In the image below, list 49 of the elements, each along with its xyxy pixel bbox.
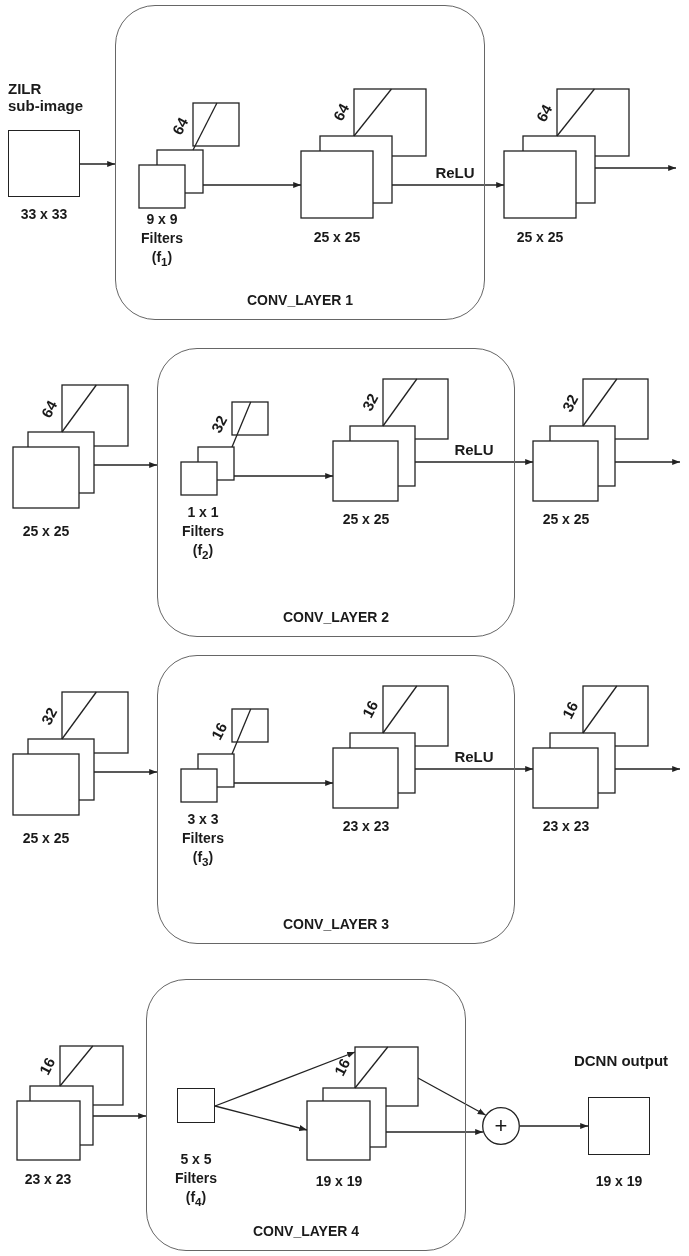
size-label: 3 x 3 Filters (f$_{3}$)	[181, 810, 225, 870]
arrow	[414, 765, 534, 773]
size-label: 1 x 1 Filters (f$_{2}$)	[181, 503, 225, 563]
size-label: 9 x 9 Filters (f$_{1}$)	[140, 210, 184, 270]
size-label: 5 x 5 Filters (f$_{4}$)	[174, 1150, 218, 1210]
channel-count: 16	[207, 719, 230, 743]
size-label: 33 x 33	[19, 205, 69, 224]
size-label: 19 x 19	[594, 1172, 644, 1191]
layer-title: CONV_LAYER 3	[282, 916, 390, 933]
channel-count: 16	[558, 698, 582, 721]
channel-count: 64	[37, 397, 61, 420]
size-label: 23 x 23	[23, 1170, 73, 1189]
image-title: ZILR sub-image	[8, 80, 84, 114]
arrow	[519, 1122, 589, 1130]
sum-node	[482, 1107, 520, 1145]
channel-count: 16	[358, 697, 381, 721]
size-label: 23 x 23	[541, 817, 591, 836]
layer-title: CONV_LAYER 1	[246, 292, 354, 309]
layer-panel	[146, 979, 466, 1251]
image-title: DCNN output	[572, 1052, 670, 1069]
channel-count: 32	[207, 412, 230, 436]
arrow	[391, 181, 505, 189]
size-label: 19 x 19	[314, 1172, 364, 1191]
channel-count: 32	[558, 391, 582, 414]
layer-panel	[157, 655, 515, 944]
layer-panel	[115, 5, 485, 320]
size-label: 25 x 25	[21, 522, 71, 541]
channel-count: 32	[358, 390, 381, 414]
size-label: 25 x 25	[312, 228, 362, 247]
arrow	[414, 458, 534, 466]
size-label: 25 x 25	[541, 510, 591, 529]
size-label: 25 x 25	[21, 829, 71, 848]
arrow	[385, 1128, 484, 1136]
plus-sign: +	[494, 1115, 508, 1137]
layer-title: CONV_LAYER 2	[282, 609, 390, 626]
channel-count: 64	[329, 100, 352, 124]
size-label: 25 x 25	[341, 510, 391, 529]
channel-count: 64	[532, 101, 556, 124]
arrow	[79, 160, 116, 168]
layer-title: CONV_LAYER 4	[252, 1223, 360, 1240]
layer-panel	[157, 348, 515, 637]
filter-square	[176, 1087, 215, 1123]
channel-count: 64	[168, 114, 191, 138]
size-label: 23 x 23	[341, 817, 391, 836]
channel-count: 16	[330, 1055, 353, 1079]
arrow	[417, 1077, 487, 1116]
channel-count: 16	[35, 1054, 59, 1078]
channel-count: 32	[37, 704, 61, 727]
size-label: 25 x 25	[515, 228, 565, 247]
